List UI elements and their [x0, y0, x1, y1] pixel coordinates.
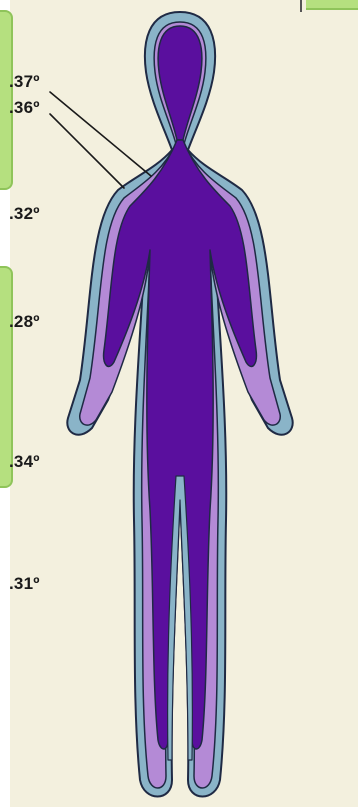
temperature-label-36: .36º [9, 98, 40, 118]
temperature-label-31: .31º [9, 574, 40, 594]
temperature-label-32: .32º [9, 204, 40, 224]
temperature-label-37: .37º [9, 72, 40, 92]
core-body [104, 140, 257, 749]
pointer-line-36 [50, 114, 124, 188]
temperature-label-28: .28º [9, 312, 40, 332]
temperature-label-34: .34º [9, 452, 40, 472]
